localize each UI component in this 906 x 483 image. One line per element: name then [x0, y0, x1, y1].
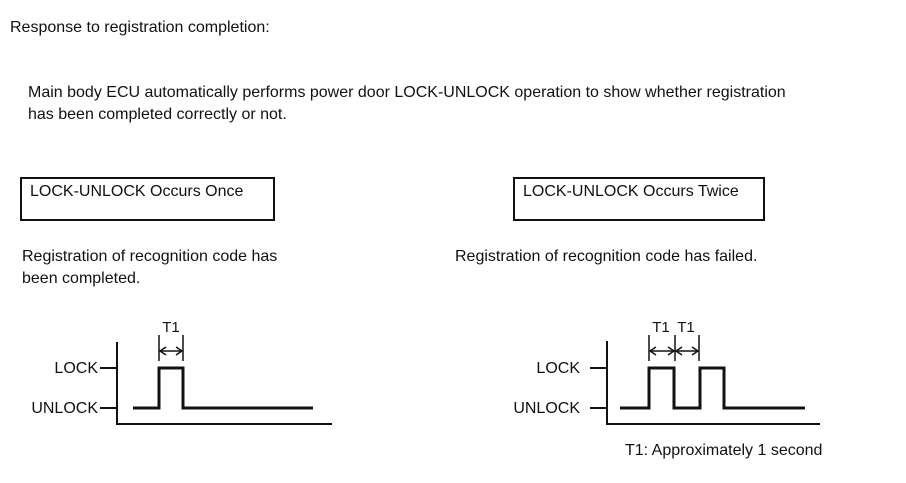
t1-arrowhead-left: [158, 346, 167, 356]
waveform-diagram-twice: T1 T1 LOCK UNLOCK: [513, 319, 820, 425]
outcome-box-twice-label: LOCK-UNLOCK Occurs Twice: [523, 183, 739, 200]
intro-line-1: Main body ECU automatically performs pow…: [28, 84, 786, 101]
result-text-failed: Registration of recognition code has fai…: [455, 248, 758, 265]
outcome-box-once-label: LOCK-UNLOCK Occurs Once: [30, 183, 244, 200]
intro-paragraph: Main body ECU automatically performs pow…: [28, 82, 786, 126]
page-title: Response to registration completion:: [10, 19, 270, 36]
t1-arrowhead-right: [175, 346, 184, 356]
t1-arrowhead-2-left: [674, 346, 683, 356]
signal-trace-once: [133, 366, 313, 410]
t1-label-first: T1: [652, 319, 670, 336]
signal-trace-twice: [620, 366, 805, 410]
axis-lines: [116, 342, 332, 425]
intro-line-2: has been completed correctly or not.: [28, 106, 287, 123]
result-text-completed: Registration of recognition code has bee…: [22, 246, 277, 290]
waveform-diagram-once: T1 LOCK UNLOCK: [31, 319, 332, 425]
unlock-label: UNLOCK: [513, 400, 580, 417]
result-completed-line-2: been completed.: [22, 270, 141, 287]
t1-footnote: T1: Approximately 1 second: [625, 442, 823, 459]
outcome-box-twice: LOCK-UNLOCK Occurs Twice: [513, 177, 765, 221]
lock-label: LOCK: [536, 360, 580, 377]
result-completed-line-1: Registration of recognition code has: [22, 248, 278, 265]
t1-label: T1: [162, 319, 180, 336]
t1-label-second: T1: [677, 319, 695, 336]
t1-arrowhead-1-left: [648, 346, 657, 356]
lock-label: LOCK: [54, 360, 98, 377]
outcome-box-once: LOCK-UNLOCK Occurs Once: [20, 177, 275, 221]
axis-lines: [606, 341, 820, 425]
t1-arrowhead-2-right: [691, 346, 700, 356]
t1-arrowhead-1-right: [667, 346, 676, 356]
unlock-label: UNLOCK: [31, 400, 98, 417]
